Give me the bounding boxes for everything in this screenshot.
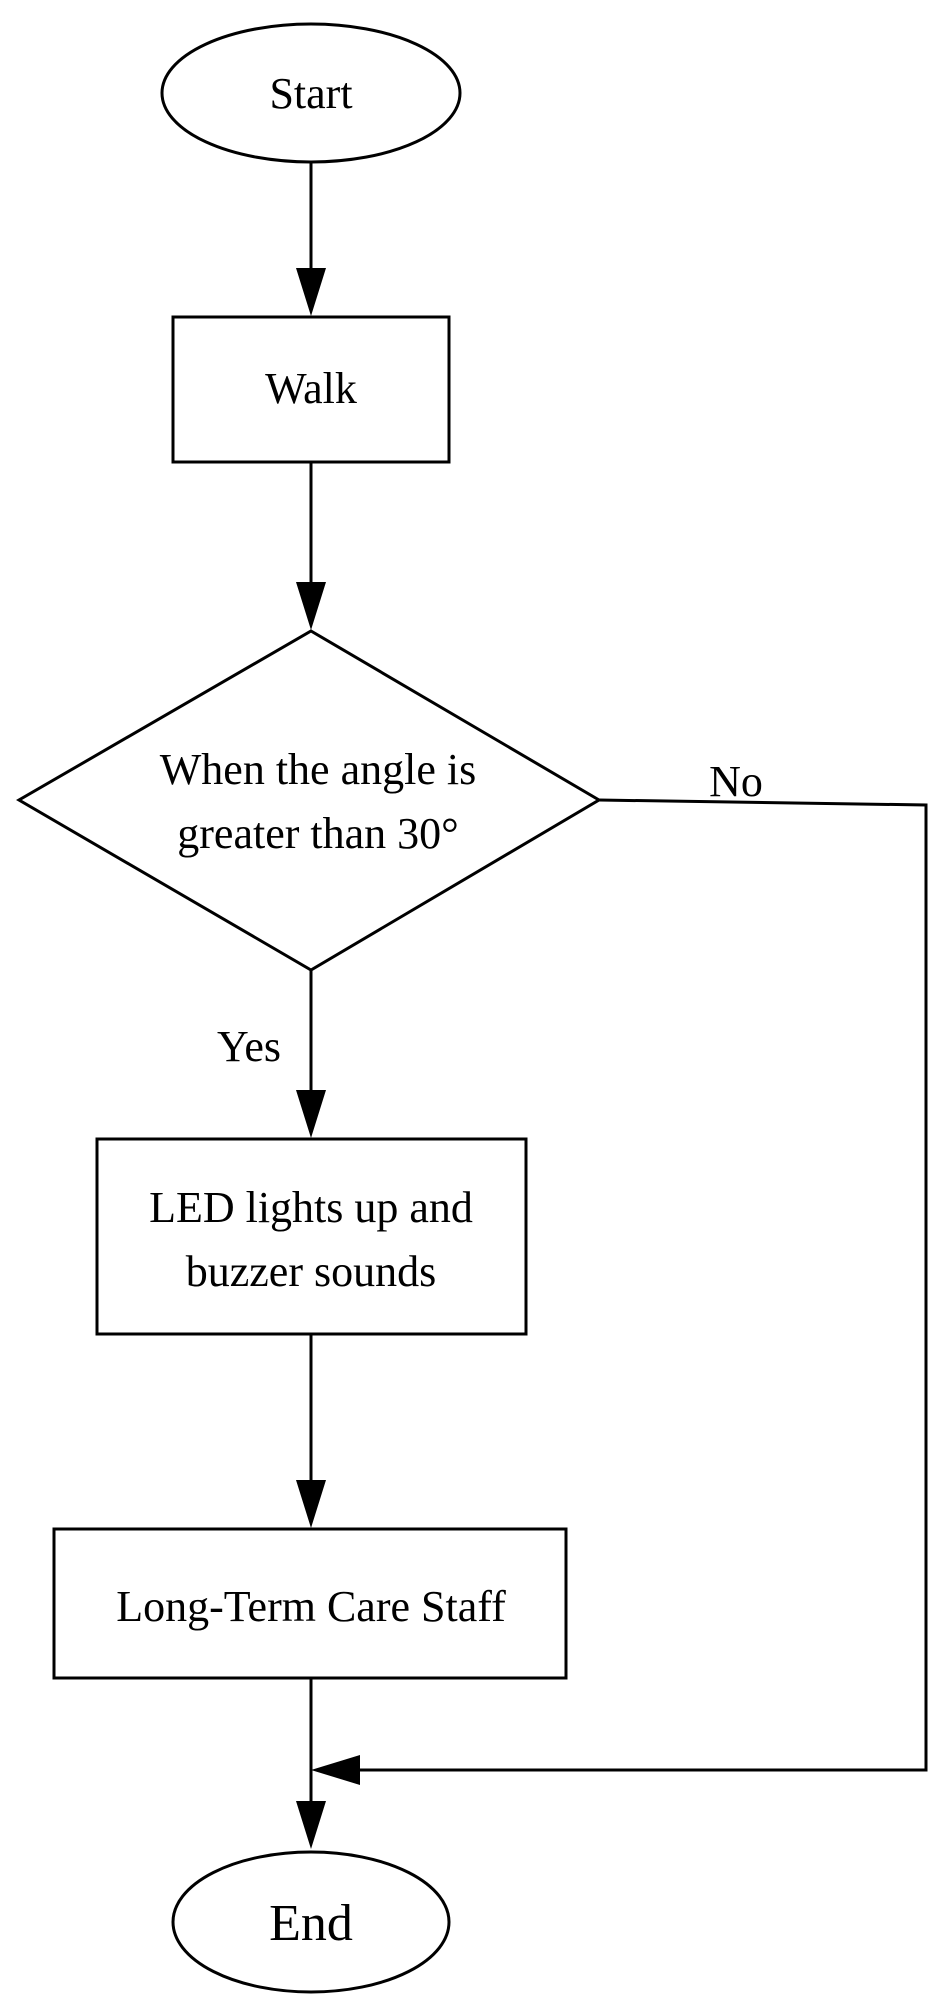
yes-branch-label: Yes [217,1022,281,1071]
decision-label-line2: greater than 30° [177,809,458,858]
connector-no-branch [348,798,928,1772]
no-branch-label: No [709,757,763,806]
alarm-node [95,1137,528,1336]
arrowhead-staff [296,1480,326,1528]
arrowhead-decision [296,582,326,630]
arrowhead-alarm [296,1090,326,1138]
start-label: Start [269,69,352,118]
staff-label: Long-Term Care Staff [116,1582,506,1631]
arrowhead-no-merge [311,1755,360,1785]
walk-node [171,315,451,464]
walk-label: Walk [265,364,357,413]
decision-node [16,629,602,972]
end-label: End [269,1895,353,1952]
arrowhead-end [296,1801,326,1849]
decision-label-line1: When the angle is [160,745,476,794]
alarm-label-line1: LED lights up and [149,1183,473,1232]
arrowhead-walk [296,268,326,316]
end-node [171,1850,451,1994]
alarm-label-line2: buzzer sounds [186,1247,437,1296]
staff-node [52,1527,568,1680]
